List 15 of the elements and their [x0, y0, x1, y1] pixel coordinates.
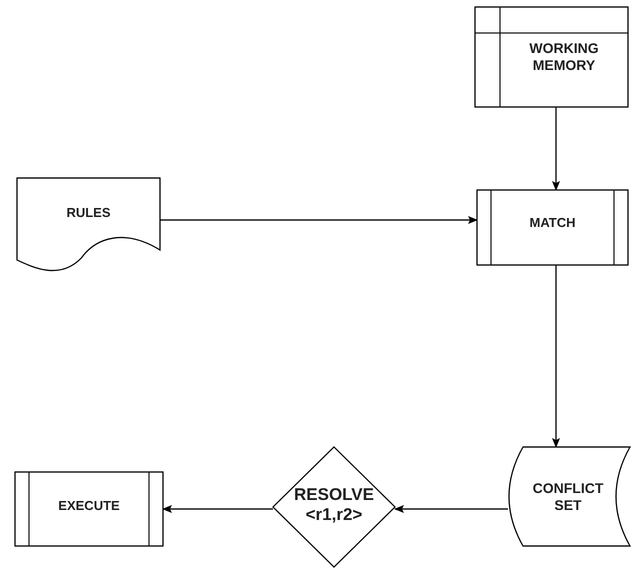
arrow — [162, 505, 273, 513]
decision-diamond — [273, 447, 395, 567]
node-label: MATCH — [528, 215, 576, 231]
node-label: RESOLVE <r1,r2> — [293, 485, 375, 526]
node-label: CONFLICT SET — [532, 480, 604, 514]
process-box — [15, 472, 163, 546]
arrow — [552, 107, 560, 191]
arrow — [552, 265, 560, 448]
arrow — [394, 505, 508, 513]
arrow — [160, 216, 478, 224]
process-box — [477, 190, 628, 265]
node-label: EXECUTE — [57, 498, 121, 514]
node-label: WORKING MEMORY — [528, 40, 600, 74]
node-label: RULES — [65, 205, 112, 221]
internal-storage-box — [475, 7, 628, 107]
